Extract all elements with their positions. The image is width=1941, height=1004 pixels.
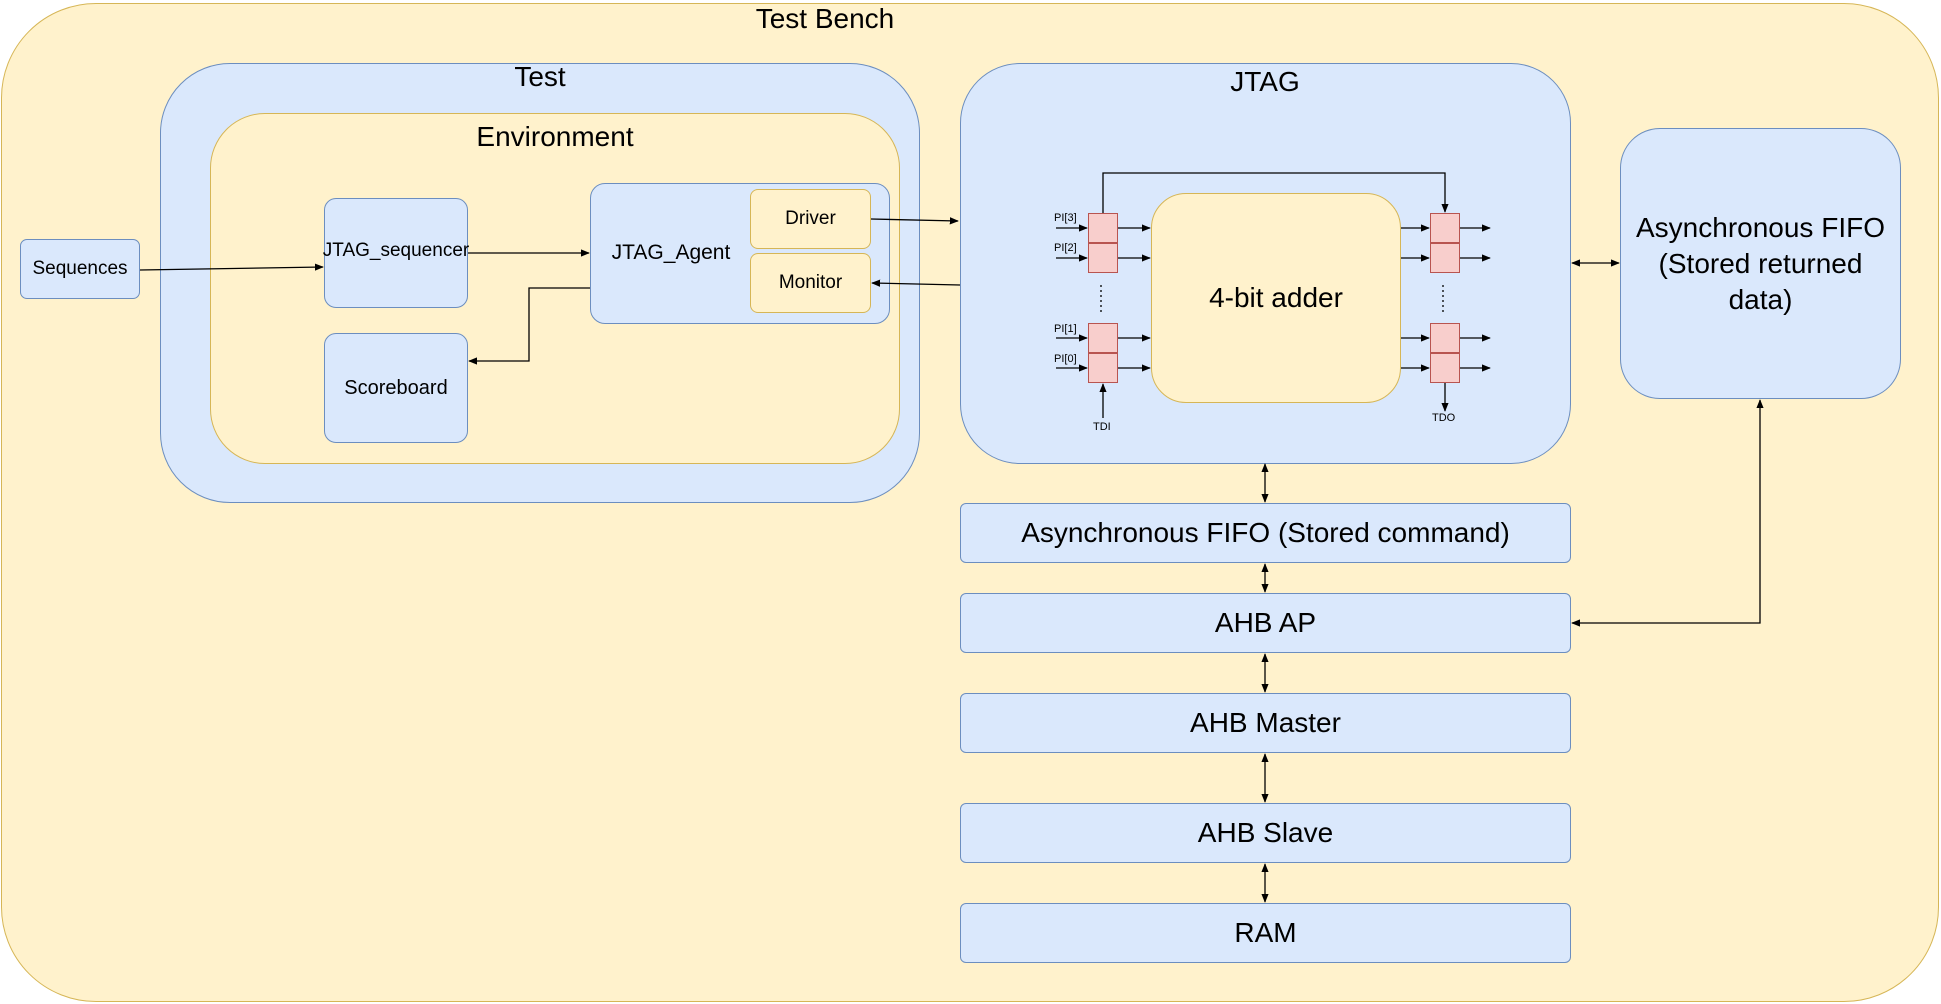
output-register-2 xyxy=(1430,243,1460,273)
jtag-sequencer-label: JTAG_sequencer xyxy=(322,240,470,261)
input-register-1 xyxy=(1088,323,1118,353)
input-label-pi2: PI[2] xyxy=(1054,242,1077,254)
fifo-returned-label: Asynchronous FIFO (Stored returned data) xyxy=(1636,211,1885,315)
output-register-3 xyxy=(1430,213,1460,243)
ahb-slave-label: AHB Slave xyxy=(1197,817,1334,848)
ram-label: RAM xyxy=(1234,917,1297,948)
input-label-pi1: PI[1] xyxy=(1054,323,1077,335)
ahb-ap-label: AHB AP xyxy=(1214,607,1317,638)
output-register-0 xyxy=(1430,353,1460,383)
arrow-agent-to-scoreboard xyxy=(468,287,590,365)
ahb-slave-block[interactable]: AHB Slave xyxy=(960,803,1571,863)
arrow-sequences-to-sequencer xyxy=(139,263,324,271)
tdo-label: TDO xyxy=(1432,412,1456,424)
arrow-jtag-to-monitor xyxy=(871,279,961,287)
sequences-label: Sequences xyxy=(32,258,128,279)
fifo-command-block[interactable]: Asynchronous FIFO (Stored command) xyxy=(960,503,1571,563)
fifo-returned-block[interactable]: Asynchronous FIFO (Stored returned data) xyxy=(1620,128,1901,399)
monitor-block[interactable]: Monitor xyxy=(750,253,871,313)
jtag-title: JTAG xyxy=(1230,66,1300,97)
arrow-fifo-returned-ahb-ap xyxy=(1571,399,1764,627)
ram-block[interactable]: RAM xyxy=(960,903,1571,963)
jtag-agent-label: JTAG_Agent xyxy=(611,241,731,264)
output-register-1 xyxy=(1430,323,1460,353)
sequences-block[interactable]: Sequences xyxy=(20,239,140,299)
ahb-ap-block[interactable]: AHB AP xyxy=(960,593,1571,653)
input-register-3 xyxy=(1088,213,1118,243)
tdi-label: TDI xyxy=(1093,421,1111,433)
input-label-pi3: PI[3] xyxy=(1054,212,1077,224)
arrow-scan-chain-top xyxy=(1102,172,1449,213)
input-label-pi0: PI[0] xyxy=(1054,353,1077,365)
testbench-title: Test Bench xyxy=(755,3,895,34)
jtag-sequencer-block[interactable] xyxy=(324,198,468,308)
arrow-driver-to-jtag xyxy=(870,217,959,225)
monitor-label: Monitor xyxy=(778,272,843,293)
adder-label: 4-bit adder xyxy=(1209,282,1343,313)
driver-label: Driver xyxy=(785,208,836,229)
input-register-0 xyxy=(1088,353,1118,383)
driver-block[interactable]: Driver xyxy=(750,189,871,249)
environment-title: Environment xyxy=(476,121,634,152)
scoreboard-block[interactable]: Scoreboard xyxy=(324,333,468,443)
fifo-command-label: Asynchronous FIFO (Stored command) xyxy=(1021,517,1510,548)
scoreboard-label: Scoreboard xyxy=(344,376,448,399)
test-title: Test xyxy=(514,61,566,92)
input-register-2 xyxy=(1088,243,1118,273)
adder-block: 4-bit adder xyxy=(1151,193,1401,403)
ahb-master-block[interactable]: AHB Master xyxy=(960,693,1571,753)
ahb-master-label: AHB Master xyxy=(1190,707,1341,738)
